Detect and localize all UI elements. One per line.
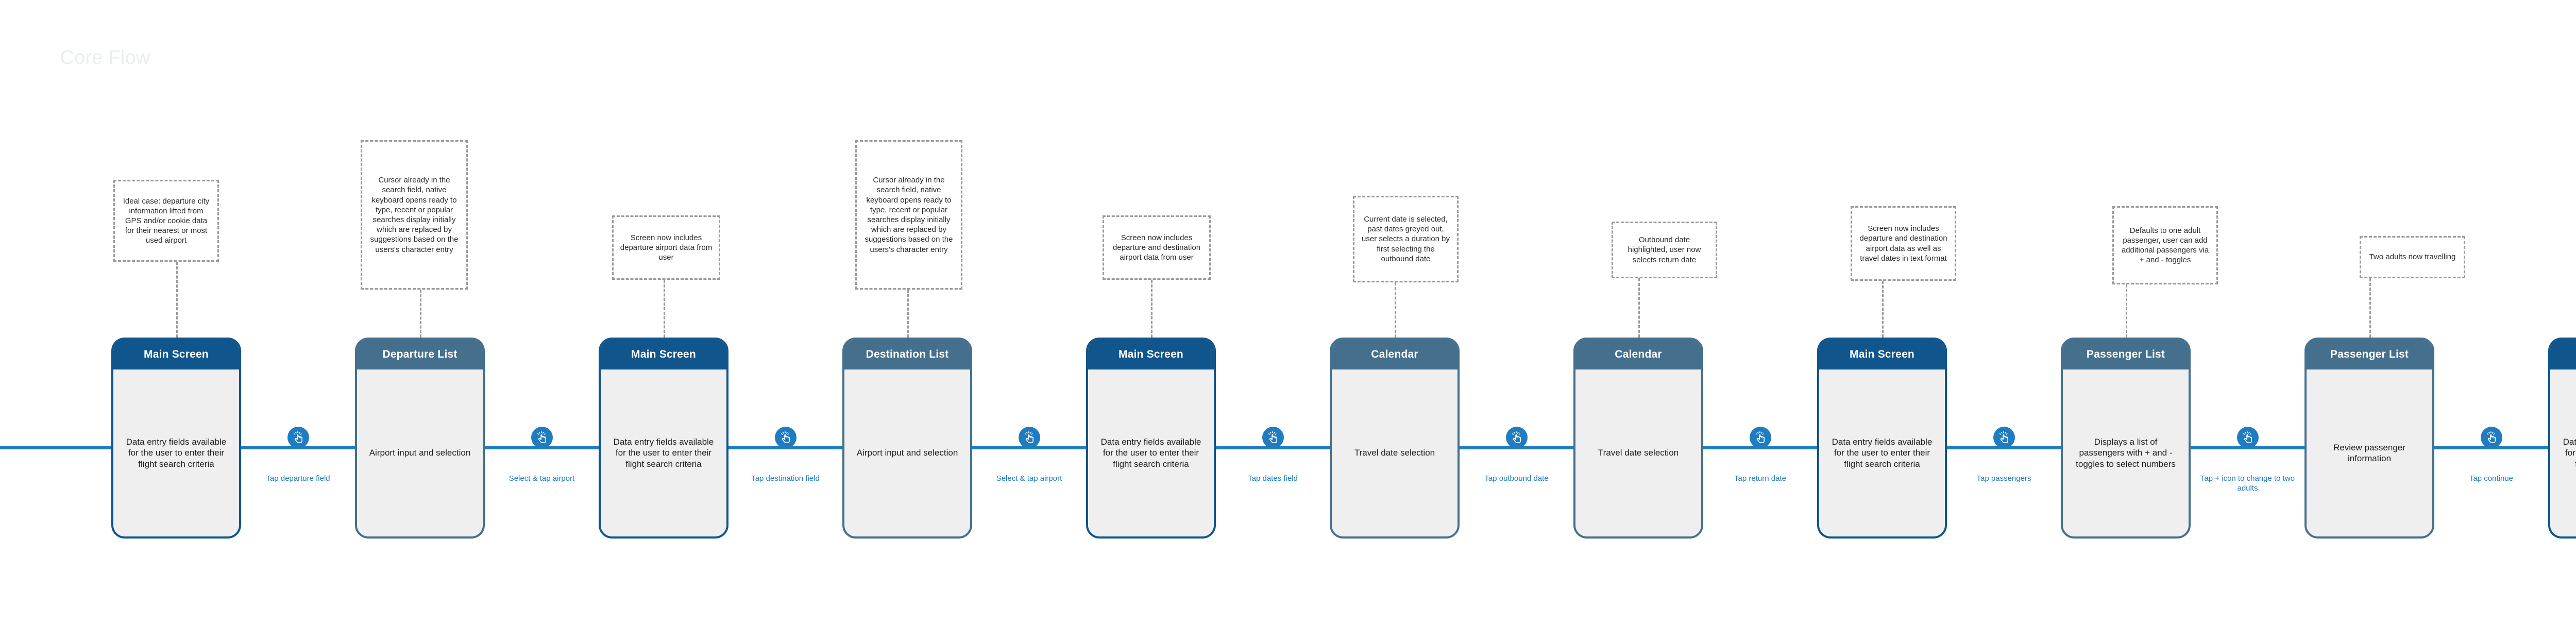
annotation-leader-line (420, 290, 421, 338)
annotation-leader-line (1395, 282, 1396, 338)
annotation-note: Two adults now travelling (2360, 236, 2465, 278)
screen-card-title: Destination List (844, 340, 970, 369)
screen-card-title: Calendar (1575, 340, 1701, 369)
annotation-leader-line (664, 280, 665, 338)
screen-card-body: Review passenger information (2307, 369, 2432, 536)
annotation-note-text: Screen now includes departure airport da… (620, 233, 713, 262)
screen-card-description: Travel date selection (1598, 448, 1679, 458)
tap-connector-label: Select & tap airport (996, 474, 1062, 483)
screen-card-body: Data entry fields available for the user… (1819, 369, 1945, 536)
screen-card-body: Data entry fields available for the user… (1088, 369, 1214, 536)
flow-spine (0, 446, 2576, 449)
annotation-note: Screen now includes departure and destin… (1851, 206, 1956, 281)
tap-connector-label: Tap destination field (751, 474, 820, 483)
annotation-note-text: Screen now includes departure and destin… (1859, 224, 1947, 263)
tap-connector-label: Tap departure field (266, 474, 330, 483)
tap-connector-icon[interactable] (2480, 427, 2502, 448)
annotation-note-text: Cursor already in the search field, nati… (865, 176, 953, 254)
tap-connector-icon[interactable] (1993, 427, 2015, 448)
screen-card-title: Main Screen (113, 340, 239, 369)
annotation-note: Screen now includes departure airport da… (612, 215, 720, 280)
tap-connector-icon[interactable] (287, 427, 309, 448)
annotation-note: Cursor already in the search field, nati… (855, 140, 962, 290)
screen-card-title: Calendar (1332, 340, 1458, 369)
tap-connector-label: Tap outbound date (1484, 474, 1549, 483)
screen-card-title: Passenger List (2307, 340, 2432, 369)
annotation-note-text: Defaults to one adult passenger, user ca… (2121, 226, 2209, 265)
annotation-note: Current date is selected, past dates gre… (1353, 196, 1459, 282)
screen-card-body: Displays a list of passengers with + and… (2063, 369, 2189, 536)
screen-card-description: Data entry fields available for the user… (613, 437, 714, 469)
screen-card-title: Main Screen (601, 340, 726, 369)
annotation-note: Screen now includes departure and destin… (1103, 215, 1211, 280)
screen-card-description: Review passenger information (2333, 442, 2405, 463)
annotation-note: Ideal case: departure city information l… (113, 180, 219, 262)
annotation-leader-line (1638, 278, 1640, 338)
annotation-leader-line (907, 290, 909, 338)
annotation-note: Outbound date highlighted, user now sele… (1612, 222, 1717, 278)
annotation-note: Defaults to one adult passenger, user ca… (2112, 206, 2218, 284)
screen-card-title: Departure List (357, 340, 483, 369)
screen-card-title: Main Screen (2550, 340, 2576, 369)
annotation-note-text: Ideal case: departure city information l… (123, 196, 210, 245)
screen-card-description: Airport input and selection (369, 448, 471, 458)
page-title-main: Round Trip / 2 Adults / Fixed Dates / Ec… (156, 46, 799, 69)
annotation-note-text: Screen now includes departure and destin… (1112, 233, 1201, 262)
tap-connector-icon[interactable] (1749, 427, 1771, 448)
screen-card-description: Data entry fields available for the user… (1832, 437, 1933, 469)
tap-connector-icon[interactable] (1505, 427, 1528, 448)
tap-connector-label: Tap dates field (1248, 474, 1298, 483)
annotation-note-text: Outbound date highlighted, user now sele… (1628, 236, 1701, 264)
screen-card-description: Airport input and selection (856, 448, 958, 458)
annotation-leader-line (2369, 278, 2371, 338)
screen-card-description: Data entry fields available for the user… (1100, 437, 1201, 469)
screen-card-description: Travel date selection (1354, 448, 1435, 458)
screen-card-body: Data entry fields available for the user… (2550, 369, 2576, 536)
tap-connector-icon[interactable] (2236, 427, 2259, 448)
screen-card-body: Data entry fields available for the user… (113, 369, 239, 536)
annotation-leader-line (1882, 281, 1884, 338)
tap-connector-label: Select & tap airport (509, 474, 575, 483)
screen-card-description: Data entry fields available for the user… (2563, 437, 2576, 469)
annotation-note-text: Two adults now travelling (2369, 253, 2456, 262)
annotation-note: Cursor already in the search field, nati… (361, 140, 468, 290)
screen-card-description: Data entry fields available for the user… (126, 437, 227, 469)
screen-card-body: Travel date selection (1575, 369, 1701, 536)
tap-connector-label: Tap + icon to change to two adults (2200, 474, 2295, 493)
page-title-prefix: Core Flow (60, 46, 156, 69)
tap-connector-icon[interactable] (531, 427, 553, 448)
tap-connector-icon[interactable] (1262, 427, 1284, 448)
annotation-leader-line (1151, 280, 1153, 338)
screen-card-body: Travel date selection (1332, 369, 1458, 536)
annotation-leader-line (2126, 284, 2127, 338)
annotation-note-text: Cursor already in the search field, nati… (370, 176, 459, 254)
tap-connector-label: Tap return date (1734, 474, 1786, 483)
annotation-leader-line (176, 262, 178, 338)
page-title-banner: Core Flow Round Trip / 2 Adults / Fixed … (0, 33, 817, 82)
annotation-note-text: Current date is selected, past dates gre… (1362, 215, 1450, 263)
screen-card-title: Main Screen (1819, 340, 1945, 369)
tap-connector-icon[interactable] (1018, 427, 1040, 448)
screen-card-title: Passenger List (2063, 340, 2189, 369)
screen-card-body: Airport input and selection (844, 369, 970, 536)
screen-card-body: Airport input and selection (357, 369, 483, 536)
tap-connector-icon[interactable] (774, 427, 796, 448)
screen-card-title: Main Screen (1088, 340, 1214, 369)
tap-connector-label: Tap continue (2469, 474, 2514, 483)
tap-connector-label: Tap passengers (1976, 474, 2031, 483)
screen-card-description: Displays a list of passengers with + and… (2076, 437, 2176, 469)
screen-card-body: Data entry fields available for the user… (601, 369, 726, 536)
